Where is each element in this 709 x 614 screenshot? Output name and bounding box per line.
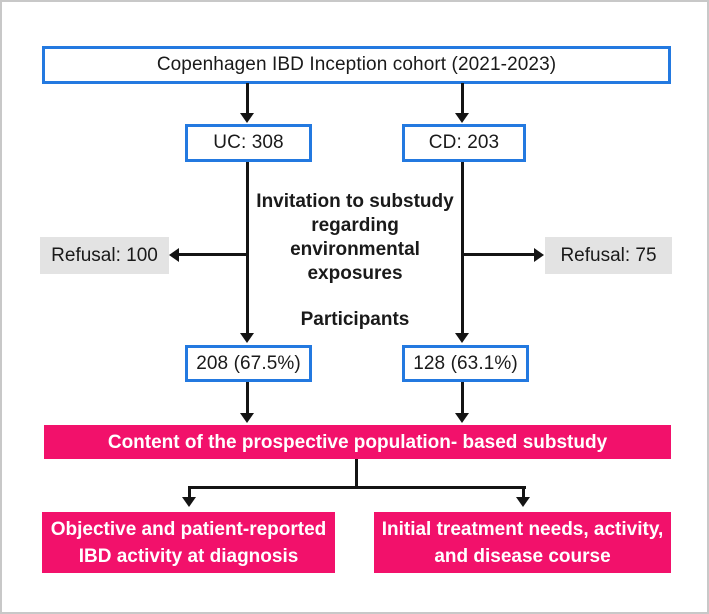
- connector-horizontal-line: [188, 486, 526, 489]
- substudy-banner: Content of the prospective population- b…: [44, 425, 671, 459]
- outcome-left-line-1: Objective and patient-reported: [50, 518, 327, 540]
- cd-box: CD: 203: [402, 124, 526, 162]
- uc-label: UC: 308: [213, 132, 284, 153]
- arrow-refusal-right-head: [534, 248, 544, 262]
- arrow-cd-to-banner-line: [461, 382, 464, 414]
- arrow-cd-to-banner-head: [455, 413, 469, 423]
- refusal-100-label: Refusal: 100: [51, 244, 158, 266]
- invitation-text: Invitation to substudy regarding environ…: [245, 190, 465, 286]
- arrow-uc-to-participants-head: [240, 333, 254, 343]
- arrow-cd-to-participants-head: [455, 333, 469, 343]
- cohort-box: Copenhagen IBD Inception cohort (2021-20…: [42, 46, 671, 84]
- arrow-uc-to-banner-head: [240, 413, 254, 423]
- outcome-left-line-2: IBD activity at diagnosis: [78, 545, 299, 567]
- connector-stem-line: [355, 459, 358, 488]
- outcome-right-box: Initial treatment needs, activity, and d…: [374, 512, 671, 573]
- outcome-left-box: Objective and patient-reported IBD activ…: [42, 512, 335, 573]
- arrow-refusal-right-line: [463, 253, 535, 256]
- arrow-outcome-right-line: [522, 486, 525, 498]
- cd-label: CD: 203: [428, 132, 500, 153]
- invitation-line-4: exposures: [307, 263, 403, 284]
- arrow-uc-to-participants-line: [246, 162, 249, 334]
- arrow-uc-to-banner-line: [246, 382, 249, 414]
- invitation-line-3: environmental: [290, 239, 420, 260]
- invitation-line-2: regarding: [311, 215, 399, 236]
- invitation-line-1: Invitation to substudy: [256, 191, 454, 212]
- arrow-cohort-to-uc-head: [240, 113, 254, 123]
- refusal-100-box: Refusal: 100: [40, 237, 169, 274]
- uc-participants-box: 208 (67.5%): [185, 345, 312, 382]
- outcome-right-line-1: Initial treatment needs, activity,: [381, 518, 664, 540]
- refusal-75-box: Refusal: 75: [545, 237, 672, 274]
- cd-participants-box: 128 (63.1%): [402, 345, 529, 382]
- uc-box: UC: 308: [185, 124, 312, 162]
- arrow-refusal-left-head: [169, 248, 179, 262]
- arrow-cohort-to-cd-line: [461, 83, 464, 114]
- arrow-outcome-left-line: [188, 486, 191, 498]
- arrow-outcome-right-head: [516, 497, 530, 507]
- arrow-refusal-left-line: [178, 253, 248, 256]
- arrow-cohort-to-uc-line: [246, 83, 249, 114]
- refusal-75-label: Refusal: 75: [560, 244, 657, 266]
- arrow-cohort-to-cd-head: [455, 113, 469, 123]
- cd-participants-label: 128 (63.1%): [413, 352, 518, 374]
- arrow-cd-to-participants-line: [461, 162, 464, 334]
- cohort-label: Copenhagen IBD Inception cohort (2021-20…: [156, 54, 557, 75]
- substudy-banner-label: Content of the prospective population- b…: [107, 431, 608, 453]
- uc-participants-label: 208 (67.5%): [196, 352, 301, 374]
- arrow-outcome-left-head: [182, 497, 196, 507]
- participants-label: Participants: [300, 309, 410, 330]
- outcome-right-line-2: and disease course: [434, 545, 611, 567]
